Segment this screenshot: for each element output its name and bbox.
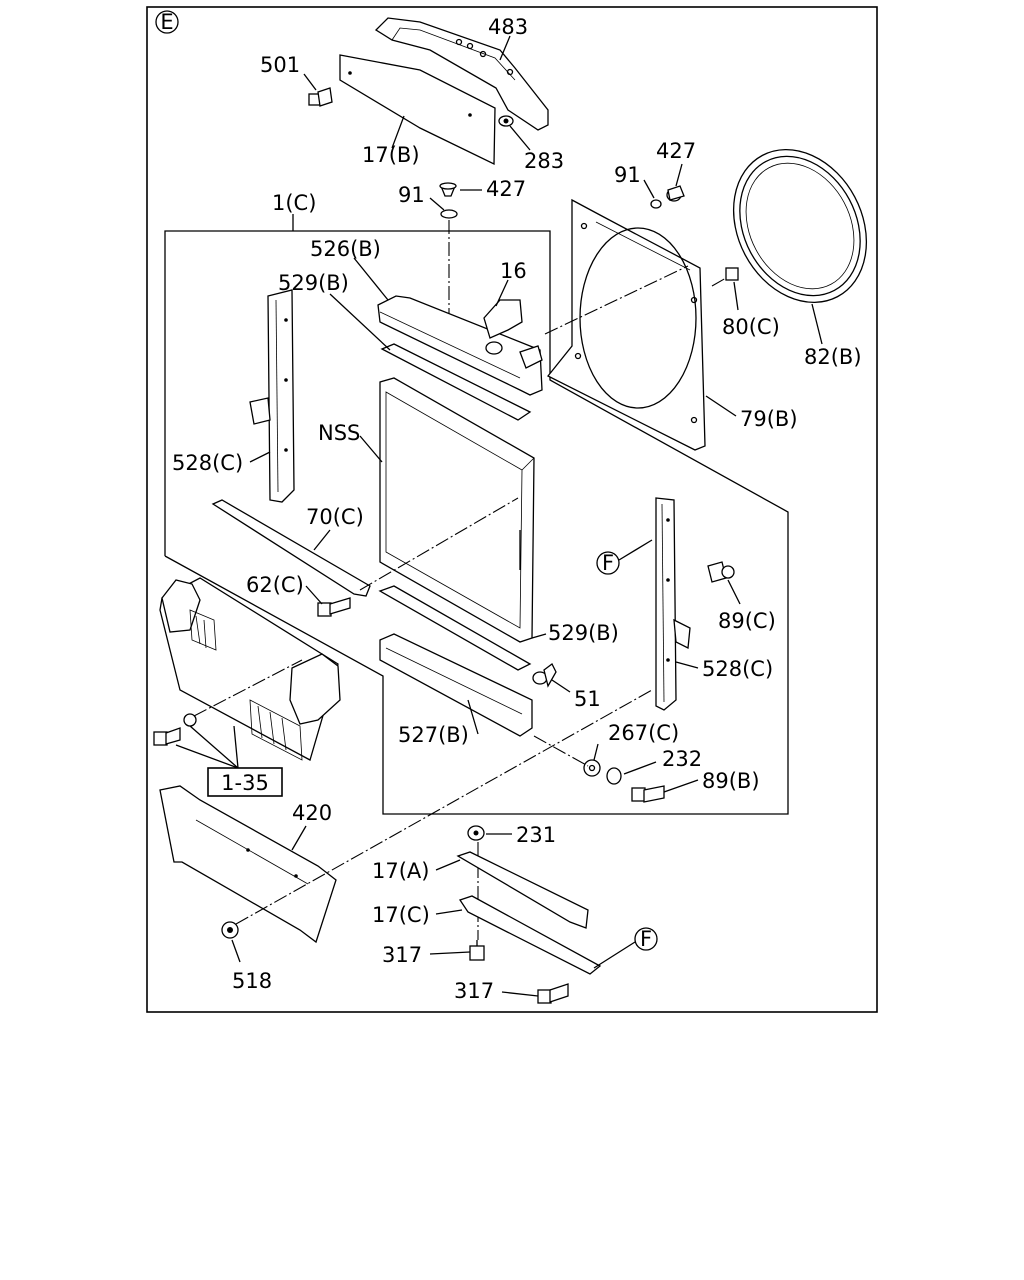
callout-80c: 80(C) — [722, 315, 780, 339]
upper-tank — [377, 295, 543, 396]
bracket-17c — [458, 895, 602, 975]
callout-283: 283 — [524, 149, 564, 173]
reference-marker-f-top: F — [596, 539, 653, 575]
drain-cock-51 — [532, 663, 557, 688]
callout-501: 501 — [260, 53, 300, 77]
bolt-intercooler — [153, 727, 181, 746]
bolt-62c — [317, 597, 351, 617]
callout-518: 518 — [232, 969, 272, 993]
upper-gasket — [380, 343, 532, 421]
callout-82b: 82(B) — [804, 345, 862, 369]
bolt-317-horizontal — [537, 983, 569, 1004]
callout-62c: 62(C) — [246, 573, 304, 597]
callout-317-vertical: 317 — [382, 943, 422, 967]
callout-89b: 89(B) — [702, 769, 760, 793]
radiator-core — [379, 377, 535, 643]
callout-91-center: 91 — [398, 183, 425, 207]
washer-232 — [606, 767, 622, 785]
lower-cover-panel — [159, 785, 337, 944]
callout-70c: 70(C) — [306, 505, 364, 529]
washer-91-right — [650, 199, 662, 209]
callout-232: 232 — [662, 747, 702, 771]
callout-17c: 17(C) — [372, 903, 430, 927]
upper-shroud-bracket — [374, 17, 549, 131]
svg-text:1-35: 1-35 — [221, 771, 269, 795]
callout-528c-left: 528(C) — [172, 451, 243, 475]
bracket-17a — [456, 851, 589, 929]
callout-526b: 526(B) — [310, 237, 381, 261]
callout-1c: 1(C) — [272, 191, 316, 215]
fan-shroud — [546, 198, 706, 451]
callout-16: 16 — [500, 259, 527, 283]
washer-267c — [583, 759, 601, 777]
callout-483: 483 — [488, 15, 528, 39]
callout-91-right: 91 — [614, 163, 641, 187]
left-side-support — [249, 289, 295, 503]
callout-17b: 17(B) — [362, 143, 420, 167]
bolt-80c — [711, 267, 739, 287]
bolt-501 — [308, 87, 333, 107]
intercooler — [159, 577, 341, 761]
leader-lines — [231, 35, 823, 997]
callout-51: 51 — [574, 687, 601, 711]
lower-tank — [379, 633, 533, 737]
bolt-89c — [707, 561, 735, 583]
callout-79b: 79(B) — [740, 407, 798, 431]
callout-267c: 267(C) — [608, 721, 679, 745]
cap-427-center — [439, 182, 457, 197]
callout-420: 420 — [292, 801, 332, 825]
svg-text:F: F — [602, 551, 614, 575]
callout-317-horizontal: 317 — [454, 979, 494, 1003]
callout-89c: 89(C) — [718, 609, 776, 633]
lower-gasket — [378, 585, 532, 671]
fan-ring — [732, 148, 868, 304]
cap-427-right — [666, 185, 685, 202]
reference-box: 1-35 — [207, 767, 283, 797]
nut-283 — [498, 115, 514, 127]
svg-text:F: F — [640, 927, 652, 951]
nut-231 — [467, 825, 485, 841]
callout-labels: 483 501 17(B) 283 427 91 427 91 1(C) 526… — [172, 15, 862, 1003]
callout-528c-right: 528(C) — [702, 657, 773, 681]
callout-529b-bottom: 529(B) — [548, 621, 619, 645]
right-side-support — [655, 497, 691, 711]
callout-nss: NSS — [318, 421, 360, 445]
upper-panel — [339, 54, 496, 166]
callout-17a: 17(A) — [372, 859, 429, 883]
bolt-89b — [631, 785, 665, 803]
callout-529b-top: 529(B) — [278, 271, 349, 295]
diagram-frame — [146, 6, 878, 1013]
lower-bracket-70c — [211, 499, 371, 597]
nut-518 — [221, 921, 239, 939]
callout-231: 231 — [516, 823, 556, 847]
section-marker: E — [155, 10, 179, 34]
reference-marker-f-bottom: F — [593, 927, 658, 969]
washer-91-center — [440, 209, 458, 219]
callout-527b: 527(B) — [398, 723, 469, 747]
callout-427-right: 427 — [656, 139, 696, 163]
callout-427-center: 427 — [486, 177, 526, 201]
bolt-317-vertical — [469, 940, 485, 961]
svg-text:E: E — [160, 10, 173, 34]
